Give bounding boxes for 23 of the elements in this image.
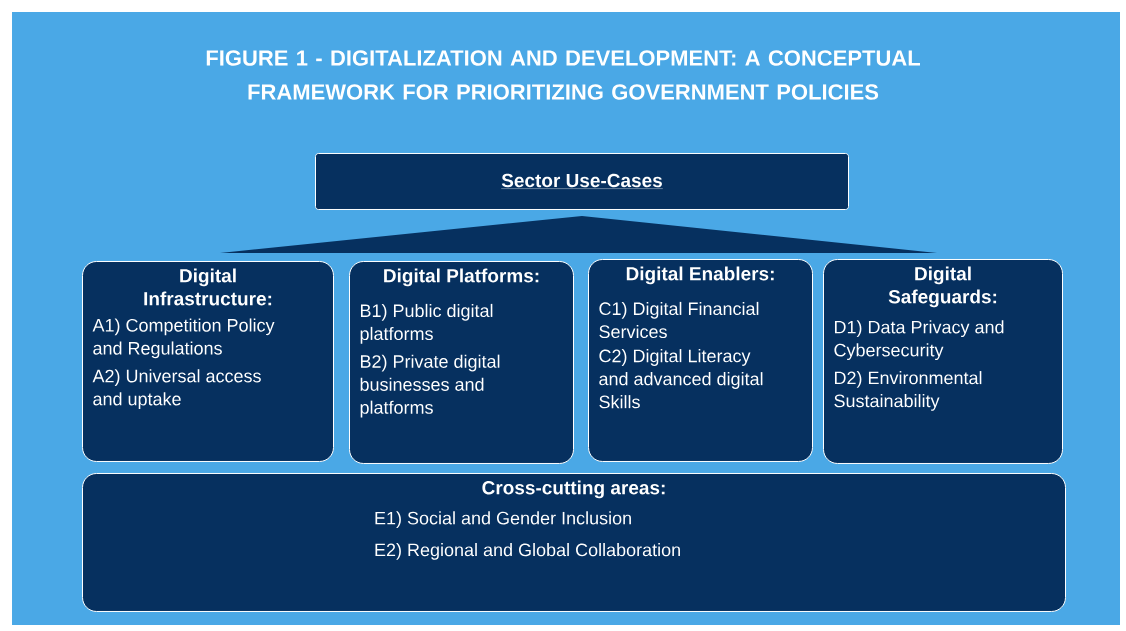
heading: Cross-cutting areas: [482, 480, 665, 499]
pillar-box [82, 261, 334, 462]
top-box [315, 153, 849, 210]
item-text: C2) Digital Literacy and advanced digital Skills [599, 349, 763, 409]
heading: Digital Safeguards: [888, 266, 997, 308]
heading: Sector Use-Cases [501, 173, 663, 189]
wide-box [82, 473, 1066, 612]
item-text: D1) Data Privacy and Cybersecurity [834, 320, 1004, 361]
pillar-box [588, 259, 813, 462]
title: FIGURE 1 - DIGITALIZATION AND DEVELOPMENT: A CONCEPTUAL FRAMEWORK FOR PRIORITIZING GOVERNMENT POLICIES [206, 50, 920, 100]
pillar-box [823, 259, 1063, 464]
item-text: E2) Regional and Global Collaboration [375, 543, 680, 560]
item-text: B1) Public digital platforms [360, 303, 493, 344]
item-text: B2) Private digital businesses and platforms [360, 354, 500, 418]
item-text: D2) Environmental Sustainability [834, 371, 982, 411]
item-text: C1) Digital Financial Services [599, 301, 759, 339]
heading: Digital Infrastructure: [144, 268, 272, 306]
pillar-box [349, 261, 574, 464]
heading: Digital Platforms: [384, 268, 539, 287]
item-text: E1) Social and Gender Inclusion [375, 511, 631, 529]
item-text: A1) Competition Policy and Regulations [92, 318, 275, 359]
heading: Digital Enablers: [626, 266, 774, 285]
item-text: A2) Universal access and uptake [92, 369, 261, 409]
